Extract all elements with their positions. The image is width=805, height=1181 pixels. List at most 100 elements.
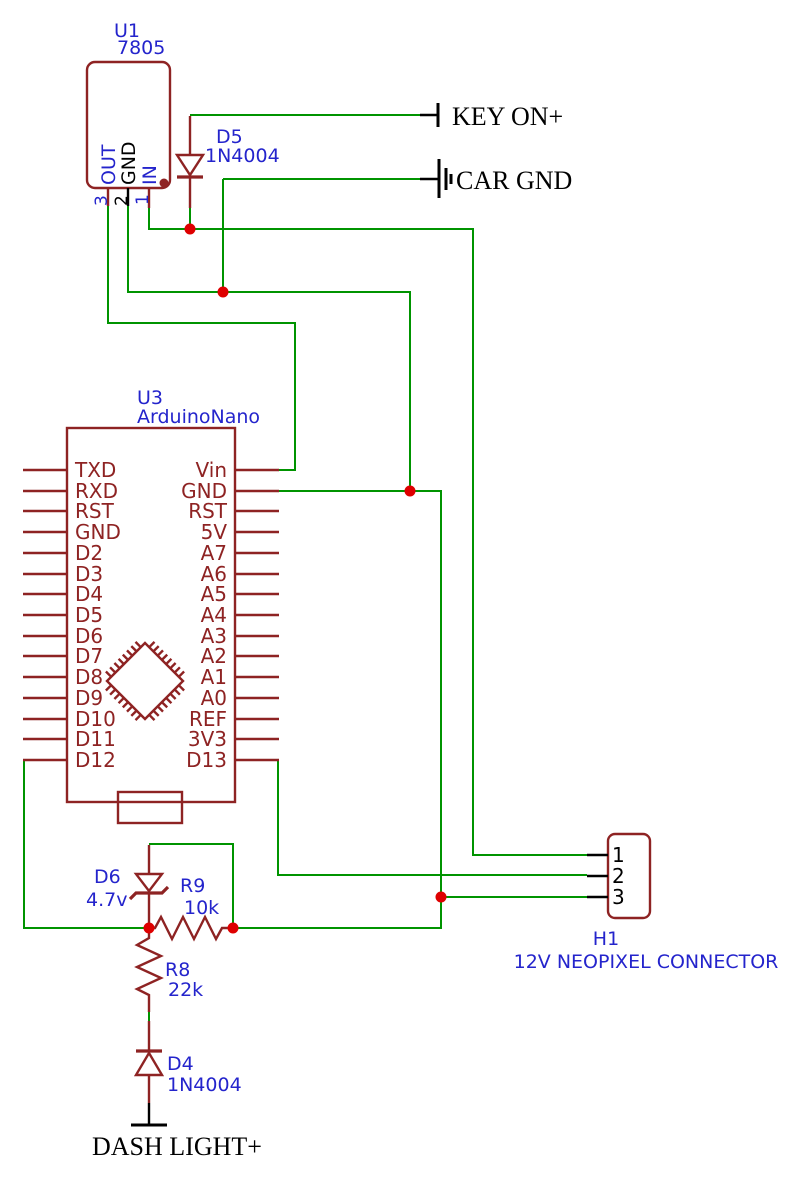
junction-dot [184,223,196,235]
chip-leg-tick [177,684,185,692]
h1-connector: 123 H1 12V NEOPIXEL CONNECTOR [514,832,779,973]
u3-pin-label-A0: A0 [201,686,227,710]
chip-leg-tick [177,670,185,678]
chip-leg-tick [156,705,164,713]
u3-pin-label-RXD: RXD [75,479,118,503]
u3-pin-label-D6: D6 [75,624,103,648]
u3-pin-label-A6: A6 [201,562,227,586]
u3-pin-label-D13: D13 [186,748,227,772]
d5-triangle [174,153,206,178]
wire-d13-net [277,760,587,876]
terminal-car-gnd: CAR GND [420,159,572,198]
u3-pin-label-A5: A5 [201,582,227,606]
u3-pin-label-RST: RST [188,499,228,523]
chip-leg-tick [105,684,113,692]
u3-pin-label-3V3: 3V3 [188,727,227,751]
u1-pin3-number: 3 [92,195,112,206]
u1-in-dot [159,178,169,188]
r8-resistor: R8 22k [134,928,203,1012]
u3-pin-label-D4: D4 [75,582,103,606]
chip-leg-tick [161,653,169,661]
chip-leg-tick [152,709,160,717]
u3-pin-label-A4: A4 [201,603,227,627]
r9-resistor: R9 10k [149,875,233,942]
h1-pin-number-2: 2 [612,864,625,888]
r8-value-label: 22k [168,979,203,1001]
r9-ref-label: R9 [180,875,205,897]
chip-leg-tick [152,645,160,653]
u3-pin-label-RST: RST [75,499,115,523]
dash-light-label: DASH LIGHT+ [92,1132,262,1161]
u3-pin-label-GND: GND [75,520,121,544]
r9-zigzag [149,914,233,942]
u3-pin-label-GND: GND [181,479,227,503]
chip-leg-tick [148,641,156,649]
chip-leg-tick [126,649,134,657]
key-on-label: KEY ON+ [452,102,563,131]
d4-value-label: 1N4004 [167,1074,242,1096]
u3-pin-label-REF: REF [189,707,227,731]
r8-ref-label: R8 [165,959,190,981]
u3-pin-label-D9: D9 [75,686,103,710]
wire-gnd-net [233,490,442,929]
d6-zener-diode: D6 4.7v [86,845,170,927]
chip-leg-tick [156,649,164,657]
junction-dots [143,223,447,934]
junction-dot [227,922,239,934]
terminal-key-on: KEY ON+ [420,102,563,131]
d5-diode: D5 1N4004 [174,116,280,208]
u3-pin-label-D2: D2 [75,541,103,565]
h1-pin-number-1: 1 [612,843,625,867]
terminal-dash-light: DASH LIGHT+ [92,1103,262,1161]
u1-ref-label: U1 [114,20,140,42]
u3-pin-label-D10: D10 [75,707,116,731]
r9-value-label: 10k [184,897,219,919]
u3-pin-label-D11: D11 [75,727,116,751]
chip-leg-tick [165,657,173,665]
u3-pin-label-A1: A1 [201,665,227,689]
u1-pin2-number: 2 [112,195,132,206]
chip-leg-tick [109,688,117,696]
h1-ref-label: H1 [593,928,619,950]
u1-pin-in-label: IN [139,165,161,185]
car-gnd-label: CAR GND [456,166,572,195]
u3-pin-label-TXD: TXD [74,458,116,482]
chip-leg-tick [169,692,177,700]
wires [23,114,587,1021]
junction-dot [217,286,229,298]
d4-ref-label: D4 [167,1053,194,1075]
chip-leg-tick [109,666,117,674]
chip-leg-tick [130,709,138,717]
wire-u1gnd-net [127,206,411,491]
d6-triangle [133,872,165,893]
wire-out-to-vin [107,206,296,471]
u1-pin-gnd-label: GND [118,141,140,185]
chip-leg-tick [113,662,121,670]
u1-value-label: 7805 [117,37,165,59]
u3-pin-label-D12: D12 [75,748,116,772]
u3-pin-label-A7: A7 [201,541,227,565]
chip-leg-tick [134,641,142,649]
chip-leg-tick [121,701,129,709]
u3-pin-label-A3: A3 [201,624,227,648]
chip-leg-tick [161,701,169,709]
d5-value-label: 1N4004 [205,145,280,167]
h1-value-label: 12V NEOPIXEL CONNECTOR [514,951,779,973]
u3-pin-label-A2: A2 [201,644,227,668]
chip-leg-tick [121,653,129,661]
chip-diamond [105,641,185,721]
h1-pin-number-3: 3 [612,885,625,909]
u3-pin-label-D8: D8 [75,665,103,689]
chip-leg-tick [148,713,156,721]
r8-zigzag [134,928,164,1012]
d6-ref-label: D6 [94,866,121,888]
u3-pin-label-5V: 5V [201,520,228,544]
chip-leg-tick [173,688,181,696]
chip-leg-tick [126,705,134,713]
chip-leg-tick [117,657,125,665]
